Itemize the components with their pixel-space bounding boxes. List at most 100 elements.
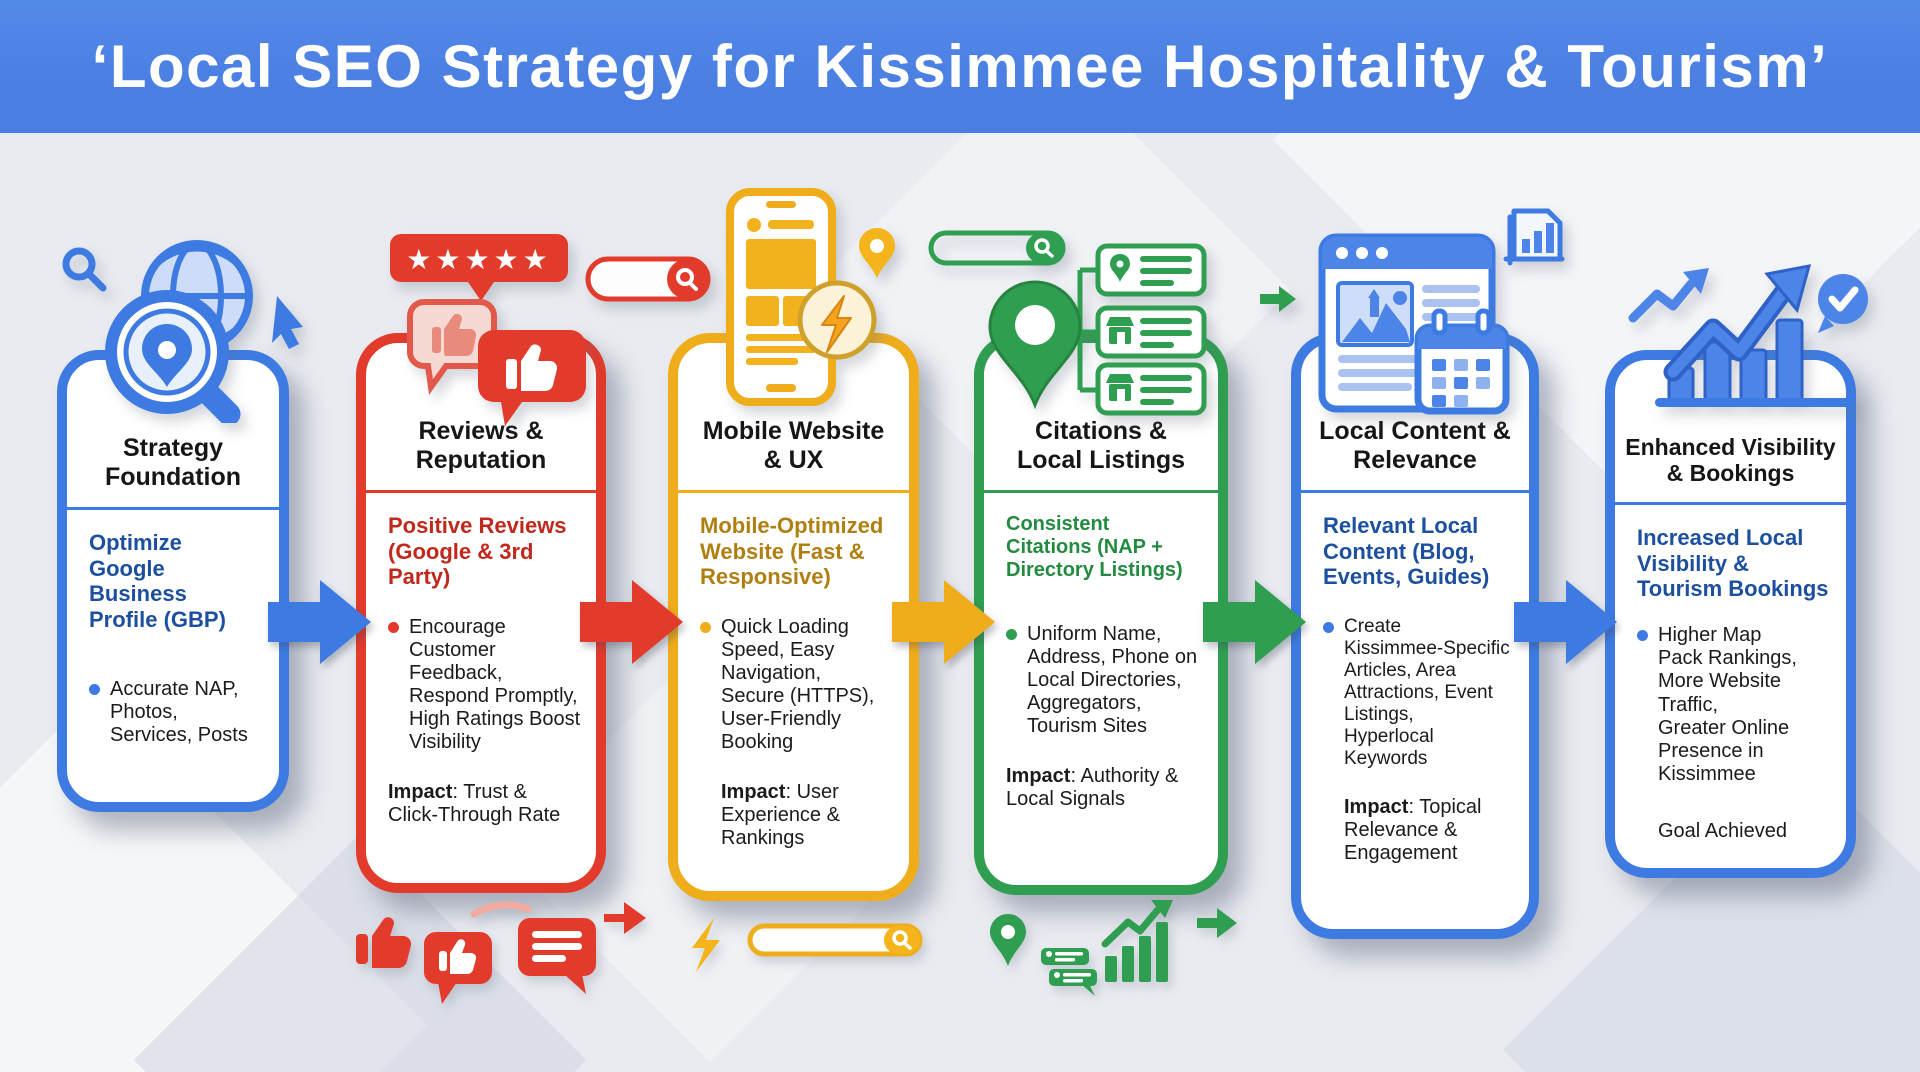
swoosh-icon	[470, 901, 532, 918]
arrow-right-icon	[1197, 908, 1237, 938]
divider	[678, 490, 909, 493]
card-body: Positive Reviews (Google & 3rd Party) En…	[366, 493, 596, 827]
cursor-icon	[272, 296, 303, 349]
thumbs-up-icon	[356, 917, 412, 969]
check-bubble-icon	[1818, 274, 1868, 333]
bullet-dot	[1006, 628, 1017, 640]
impact-label: Impact	[1006, 764, 1071, 787]
reviews-decor-strip	[356, 901, 646, 1004]
bullet-text: Higher Map Pack Rankings, More Website T…	[1658, 623, 1797, 786]
citations-icon-cluster	[988, 243, 1207, 416]
card-title: Enhanced Visibility & Bookings	[1625, 434, 1836, 487]
card-header: Reviews & Reputation	[366, 343, 596, 490]
chat-cards-icon	[1041, 948, 1097, 996]
bullet-text: Encourage Customer Feedback, Respond Pro…	[409, 615, 581, 754]
card-mobile-website-ux: Mobile Website & UX Mobile-Optimized Web…	[668, 333, 919, 901]
citations-decor-strip	[990, 900, 1237, 996]
map-pin-magnifier-icon	[105, 290, 241, 423]
bullet-text: Accurate NAP, Photos, Services, Posts	[110, 678, 248, 747]
trend-arrow-icon	[1628, 268, 1709, 323]
card-subtitle: Optimize Google Business Profile (GBP)	[89, 530, 226, 632]
map-pin-icon	[988, 280, 1082, 410]
thumbs-up-bubble-icon	[407, 299, 497, 395]
card-body: Consistent Citations (NAP + Directory Li…	[984, 493, 1218, 811]
star-rating: ★★★★★	[406, 243, 552, 276]
search-bar-icon	[747, 923, 923, 957]
content-icon-cluster	[1318, 208, 1565, 415]
listing-cards-icon	[1095, 243, 1207, 416]
bullet-dot	[1637, 629, 1648, 641]
impact-text: : Topical Relevance & Engagement	[1344, 795, 1482, 865]
card-header: Mobile Website & UX	[678, 343, 909, 490]
card-subtitle: Positive Reviews (Google & 3rd Party)	[388, 513, 567, 590]
search-bar-icon	[585, 256, 711, 302]
bullet-text: Create Kissimmee-Specific Articles, Area…	[1344, 615, 1510, 769]
impact-label: Impact	[721, 780, 786, 803]
strategy-icon-cluster	[62, 240, 303, 423]
thumbs-up-bubble-icon	[478, 330, 586, 426]
lightning-circle-icon	[797, 280, 877, 360]
card-title: Local Content & Relevance	[1319, 417, 1511, 474]
divider	[366, 490, 596, 493]
list-item: Uniform Name, Address, Phone on Local Di…	[1006, 623, 1210, 739]
search-icon	[62, 247, 107, 292]
bullet-text: Uniform Name, Address, Phone on Local Di…	[1027, 622, 1198, 738]
lightning-icon	[692, 918, 720, 972]
mobile-icon-cluster	[726, 188, 877, 406]
card-local-content-relevance: Local Content & Relevance Relevant Local…	[1291, 333, 1539, 939]
card-title: Citations & Local Listings	[1016, 417, 1186, 474]
card-citations-local-listings: Citations & Local Listings Consistent Ci…	[974, 333, 1228, 895]
impact-label: Impact	[1344, 795, 1409, 818]
flow-arrow-1	[268, 580, 371, 664]
header-banner: ‘Local SEO Strategy for Kissimmee Hospit…	[0, 0, 1920, 133]
map-pin-icon	[990, 914, 1026, 966]
card-title: Reviews & Reputation	[415, 417, 547, 474]
search-bar-icon	[928, 230, 1066, 266]
impact-text: : User Experience & Rankings	[721, 780, 840, 850]
list-item: Create Kissimmee-Specific Articles, Area…	[1323, 616, 1521, 770]
flow-arrow-2	[580, 580, 683, 664]
card-subtitle: Mobile-Optimized Website (Fast & Respons…	[700, 513, 884, 590]
arrow-right-icon	[1260, 286, 1296, 312]
impact-text: : Authority & Local Signals	[1006, 764, 1179, 810]
smartphone-icon	[726, 188, 836, 406]
bullet-dot	[700, 621, 711, 633]
divider	[984, 490, 1218, 493]
bullet-dot	[1323, 621, 1334, 633]
impact-line: Impact: User Experience & Rankings	[700, 781, 901, 851]
card-body: Optimize Google Business Profile (GBP) A…	[67, 510, 279, 748]
chat-bubble-icon	[518, 918, 596, 994]
mobile-decor-strip	[692, 918, 923, 972]
visibility-icon-cluster	[1628, 264, 1868, 407]
card-body: Mobile-Optimized Website (Fast & Respons…	[678, 493, 909, 850]
list-item: Encourage Customer Feedback, Respond Pro…	[388, 616, 588, 755]
card-header: Strategy Foundation	[67, 360, 279, 507]
impact-line: Impact: Trust & Click-Through Rate	[388, 781, 588, 827]
card-subtitle: Increased Local Visibility & Tourism Boo…	[1637, 525, 1829, 602]
goal-line: Goal Achieved	[1637, 820, 1838, 843]
map-pin-icon	[859, 228, 895, 278]
page-title: ‘Local SEO Strategy for Kissimmee Hospit…	[91, 33, 1829, 100]
bullet-dot	[89, 684, 100, 696]
flow-arrow-4	[1203, 580, 1306, 664]
card-subtitle: Relevant Local Content (Blog, Events, Gu…	[1323, 513, 1490, 590]
card-title: Mobile Website & UX	[702, 417, 885, 474]
reviews-icon-cluster: ★★★★★	[390, 234, 586, 426]
bullet-dot	[388, 621, 399, 633]
bullet-text: Quick Loading Speed, Easy Navigation, Se…	[721, 615, 875, 754]
card-body: Increased Local Visibility & Tourism Boo…	[1615, 505, 1846, 843]
arrow-right-icon	[604, 902, 646, 934]
card-header: Citations & Local Listings	[984, 343, 1218, 490]
flow-arrow-5	[1514, 580, 1617, 664]
flow-arrow-3	[892, 580, 995, 664]
card-subtitle: Consistent Citations (NAP + Directory Li…	[1006, 513, 1183, 582]
impact-label: Impact	[388, 780, 453, 803]
thumbs-up-bubble-icon	[424, 932, 492, 1004]
card-body: Relevant Local Content (Blog, Events, Gu…	[1301, 493, 1529, 865]
card-enhanced-visibility-bookings: Enhanced Visibility & Bookings Increased…	[1605, 350, 1856, 878]
impact-line: Impact: Topical Relevance & Engagement	[1323, 796, 1521, 866]
five-star-banner-icon: ★★★★★	[390, 234, 568, 301]
chart-document-icon	[1503, 208, 1565, 266]
impact-line: Impact: Authority & Local Signals	[1006, 765, 1210, 811]
